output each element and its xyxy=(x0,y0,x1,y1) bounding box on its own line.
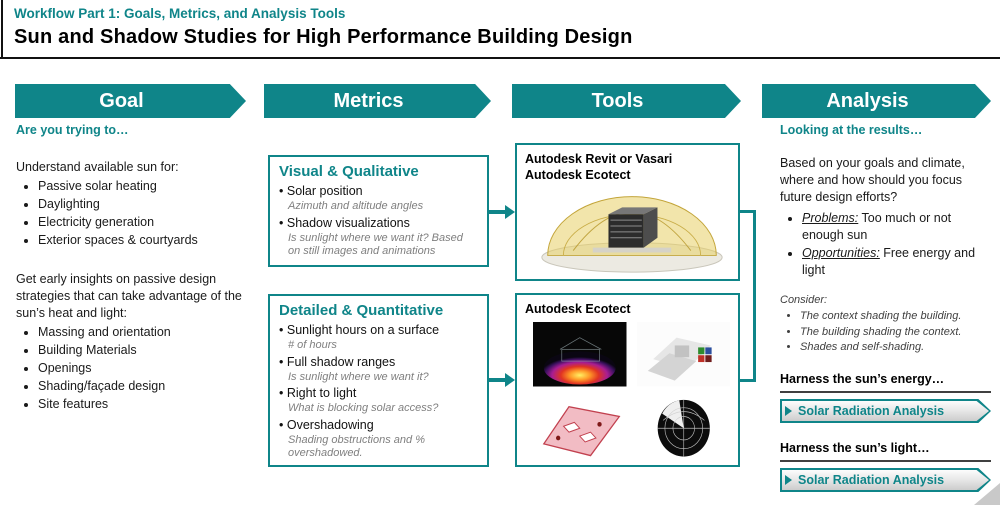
metrics-to-tools-arrow-1 xyxy=(489,205,515,219)
list-item: Site features xyxy=(38,396,242,413)
tools-box1-title: Autodesk Revit or Vasari Autodesk Ecotec… xyxy=(525,151,730,183)
left-accent-rule xyxy=(1,0,3,57)
list-item: Opportunities: Free energy and light xyxy=(802,245,991,279)
banner-goal-label: Goal xyxy=(99,89,144,112)
problems-term: Problems: xyxy=(802,211,859,225)
solar-radiation-analysis-badge-1: Solar Radiation Analysis xyxy=(780,399,991,423)
right-to-light-thumbnail xyxy=(533,394,627,459)
problems-text: Too much or not enough sun xyxy=(802,211,952,242)
banner-analysis: Analysis xyxy=(762,84,991,118)
metrics-detailed-quantitative-box: Detailed & Quantitative Sunlight hours o… xyxy=(268,294,489,467)
solar-radiation-thumbnail xyxy=(533,322,627,387)
opportunities-text: Free energy and light xyxy=(802,246,976,277)
metrics-visual-qualitative-box: Visual & Qualitative Solar position Azim… xyxy=(268,155,489,267)
harness-energy-heading: Harness the sun’s energy… xyxy=(780,371,991,393)
banner-tools-label: Tools xyxy=(591,89,644,112)
solar-radiation-analysis-badge-2: Solar Radiation Analysis xyxy=(780,468,991,492)
tools-box1-title-line2: Autodesk Ecotect xyxy=(525,168,631,182)
metric-note: Is sunlight where we want it? Based on s… xyxy=(288,231,463,258)
list-item: The building shading the context. xyxy=(800,325,991,339)
list-item: Problems: Too much or not enough sun xyxy=(802,210,991,244)
arrow-shaft xyxy=(489,210,506,214)
arrow-right-icon xyxy=(505,373,515,387)
goal-bullet-list-1: Passive solar heating Daylighting Electr… xyxy=(16,178,242,249)
harness-light-heading: Harness the sun’s light… xyxy=(780,440,991,462)
goal-intro-2: Get early insights on passive design str… xyxy=(16,272,242,320)
arrow-shaft xyxy=(489,378,506,382)
badge-label: Solar Radiation Analysis xyxy=(798,404,945,418)
banner-metrics: Metrics xyxy=(264,84,491,118)
consider-bullet-list: The context shading the building. The bu… xyxy=(780,309,991,354)
metrics-box-title: Visual & Qualitative xyxy=(279,163,419,180)
list-item: Building Materials xyxy=(38,342,242,359)
tools-box1-title-line1: Autodesk Revit or Vasari xyxy=(525,152,673,166)
banner-goal: Goal xyxy=(15,84,246,118)
analysis-intro: Based on your goals and climate, where a… xyxy=(780,156,965,204)
list-item: Electricity generation xyxy=(38,214,242,231)
arrow-right-icon xyxy=(785,475,792,485)
metric-label: Right to light xyxy=(279,385,478,402)
metric-note: Shading obstructions and % overshadowed. xyxy=(288,433,425,460)
list-item: Massing and orientation xyxy=(38,324,242,341)
list-item: Passive solar heating xyxy=(38,178,242,195)
metric-label: Sunlight hours on a surface xyxy=(279,322,478,339)
metric-label: Shadow visualizations xyxy=(279,215,478,232)
tools-box2-title: Autodesk Ecotect xyxy=(525,301,730,317)
page-title: Sun and Shadow Studies for High Performa… xyxy=(14,26,633,48)
shadow-range-thumbnail xyxy=(636,322,730,387)
consider-label: Consider: xyxy=(780,294,828,306)
goal-lead: Are you trying to… xyxy=(16,123,129,137)
goal-column: Are you trying to… Understand available … xyxy=(16,122,242,435)
metric-note: # of hours xyxy=(288,339,337,351)
badge-arrow-fill xyxy=(782,470,989,490)
arrow-right-icon xyxy=(505,205,515,219)
analysis-bullet-list: Problems: Too much or not enough sun Opp… xyxy=(780,210,991,279)
arrow-right-icon xyxy=(785,406,792,416)
goal-intro-1: Understand available sun for: xyxy=(16,160,179,174)
list-item: The context shading the building. xyxy=(800,309,991,323)
banner-metrics-label: Metrics xyxy=(333,89,404,112)
badge-label: Solar Radiation Analysis xyxy=(798,473,945,487)
metric-note: Is sunlight where we want it? xyxy=(288,370,429,383)
opportunities-term: Opportunities: xyxy=(802,246,880,260)
goal-bullet-list-2: Massing and orientation Building Materia… xyxy=(16,324,242,413)
title-divider xyxy=(0,57,1000,59)
stereographic-sun-path-thumbnail xyxy=(636,394,730,459)
tools-thumbnail-grid xyxy=(533,322,730,459)
tools-revit-vasari-box: Autodesk Revit or Vasari Autodesk Ecotec… xyxy=(515,143,740,281)
metrics-box-title: Detailed & Quantitative xyxy=(279,302,444,319)
list-item: Shading/façade design xyxy=(38,378,242,395)
tools-output-bracket xyxy=(740,210,756,382)
metric-label: Full shadow ranges xyxy=(279,354,478,371)
analysis-column: Looking at the results… Based on your go… xyxy=(780,122,991,492)
tools-ecotect-box: Autodesk Ecotect xyxy=(515,293,740,467)
banner-tools: Tools xyxy=(512,84,741,118)
analysis-lead: Looking at the results… xyxy=(780,123,923,137)
metric-label: Solar position xyxy=(279,183,478,200)
metric-note: What is blocking solar access? xyxy=(288,402,439,414)
kicker-title: Workflow Part 1: Goals, Metrics, and Ana… xyxy=(14,6,346,21)
list-item: Daylighting xyxy=(38,196,242,213)
metrics-to-tools-arrow-2 xyxy=(489,373,515,387)
tools-box2-title-text: Autodesk Ecotect xyxy=(525,302,631,316)
banner-analysis-label: Analysis xyxy=(826,89,909,112)
metric-label: Overshadowing xyxy=(279,417,478,434)
list-item: Shades and self-shading. xyxy=(800,340,991,354)
list-item: Openings xyxy=(38,360,242,377)
list-item: Exterior spaces & courtyards xyxy=(38,232,242,249)
metric-note: Azimuth and altitude angles xyxy=(288,200,424,212)
sun-path-dome-image xyxy=(541,196,723,273)
badge-arrow-fill xyxy=(782,401,989,421)
